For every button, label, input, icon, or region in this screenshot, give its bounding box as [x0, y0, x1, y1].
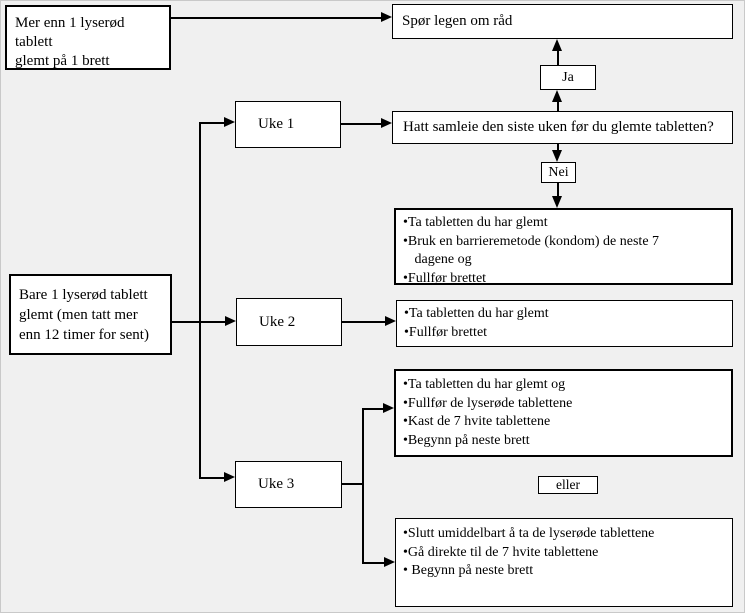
connector-uke3-stem [341, 483, 363, 485]
node-week3-option1-actions: Ta tabletten du har glemt og Fullfør de … [394, 369, 733, 457]
connector-branch-to-uke3 [199, 477, 226, 479]
node-label-eller: eller [538, 476, 598, 494]
connector-uke1-to-question [341, 123, 383, 125]
arrowhead-into-week3-option1 [383, 403, 394, 413]
bullet-item: Bruk en barrieremetode (kondom) de neste… [398, 233, 727, 270]
arrowhead-into-uke1 [224, 117, 235, 127]
connector-question-to-ja [557, 100, 559, 111]
bullet-item: Kast de 7 hvite tablettene [398, 413, 727, 432]
arrowhead-down-into-week1-actions [552, 196, 562, 208]
arrowhead-up-into-ja [552, 90, 562, 102]
node-ask-doctor: Spør legen om råd [392, 4, 733, 39]
arrowhead-into-uke2 [225, 316, 236, 326]
node-week3-option2-actions: Slutt umiddelbart å ta de lyserøde table… [395, 518, 733, 607]
bullet-item: Slutt umiddelbart å ta de lyserøde table… [398, 525, 728, 544]
arrowhead-into-ask-doctor [381, 12, 392, 22]
bullet-item: Ta tabletten du har glemt og [398, 376, 727, 395]
arrowhead-down-into-nei [552, 150, 562, 162]
connector-to-week3-option2 [362, 562, 385, 564]
bullet-item: Fullfør brettet [399, 324, 728, 343]
node-week1-actions: Ta tabletten du har glemt Bruk en barrie… [394, 208, 733, 286]
node-week-2: Uke 2 [236, 298, 342, 346]
arrowhead-into-week2-actions [385, 316, 396, 326]
node-intercourse-question: Hatt samleie den siste uken før du glemt… [392, 111, 733, 144]
bullet-item: Fullfør de lyserøde tablettene [398, 395, 727, 414]
arrowhead-into-uke3 [224, 472, 235, 482]
bullet-item: Ta tabletten du har glemt [398, 214, 727, 233]
connector-branch-vertical [199, 122, 201, 479]
connector-uke2-to-week2-actions [342, 321, 387, 323]
connector-to-week3-option1 [362, 408, 384, 410]
bullet-item: Ta tabletten du har glemt [399, 305, 728, 324]
node-label-nei: Nei [541, 162, 576, 183]
arrowhead-into-question [381, 118, 392, 128]
bullet-item: Begynn på neste brett [398, 562, 728, 581]
node-week2-actions: Ta tabletten du har glemt Fullfør brette… [396, 300, 733, 347]
node-only-one-missed: Bare 1 lyserød tablett glemt (men tatt m… [9, 274, 172, 355]
connector-branch-to-uke1 [199, 122, 226, 124]
connector-trigger-many-to-ask-doctor [171, 17, 383, 19]
connector-ja-to-ask-doctor [557, 48, 559, 65]
bullet-item: Fullfør brettet [398, 270, 727, 289]
arrowhead-into-week3-option2 [384, 557, 395, 567]
connector-nei-to-week1-actions [557, 183, 559, 198]
arrowhead-up-into-ask-doctor [552, 39, 562, 51]
node-week-1: Uke 1 [235, 101, 341, 148]
node-more-than-one-missed: Mer enn 1 lyserød tablett glemt på 1 bre… [5, 5, 171, 70]
node-label-ja: Ja [540, 65, 596, 90]
bullet-item: Gå direkte til de 7 hvite tablettene [398, 544, 728, 563]
bullet-item: Begynn på neste brett [398, 432, 727, 451]
node-week-3: Uke 3 [235, 461, 342, 508]
connector-uke3-vertical [362, 408, 364, 564]
connector-question-to-nei [557, 144, 559, 152]
